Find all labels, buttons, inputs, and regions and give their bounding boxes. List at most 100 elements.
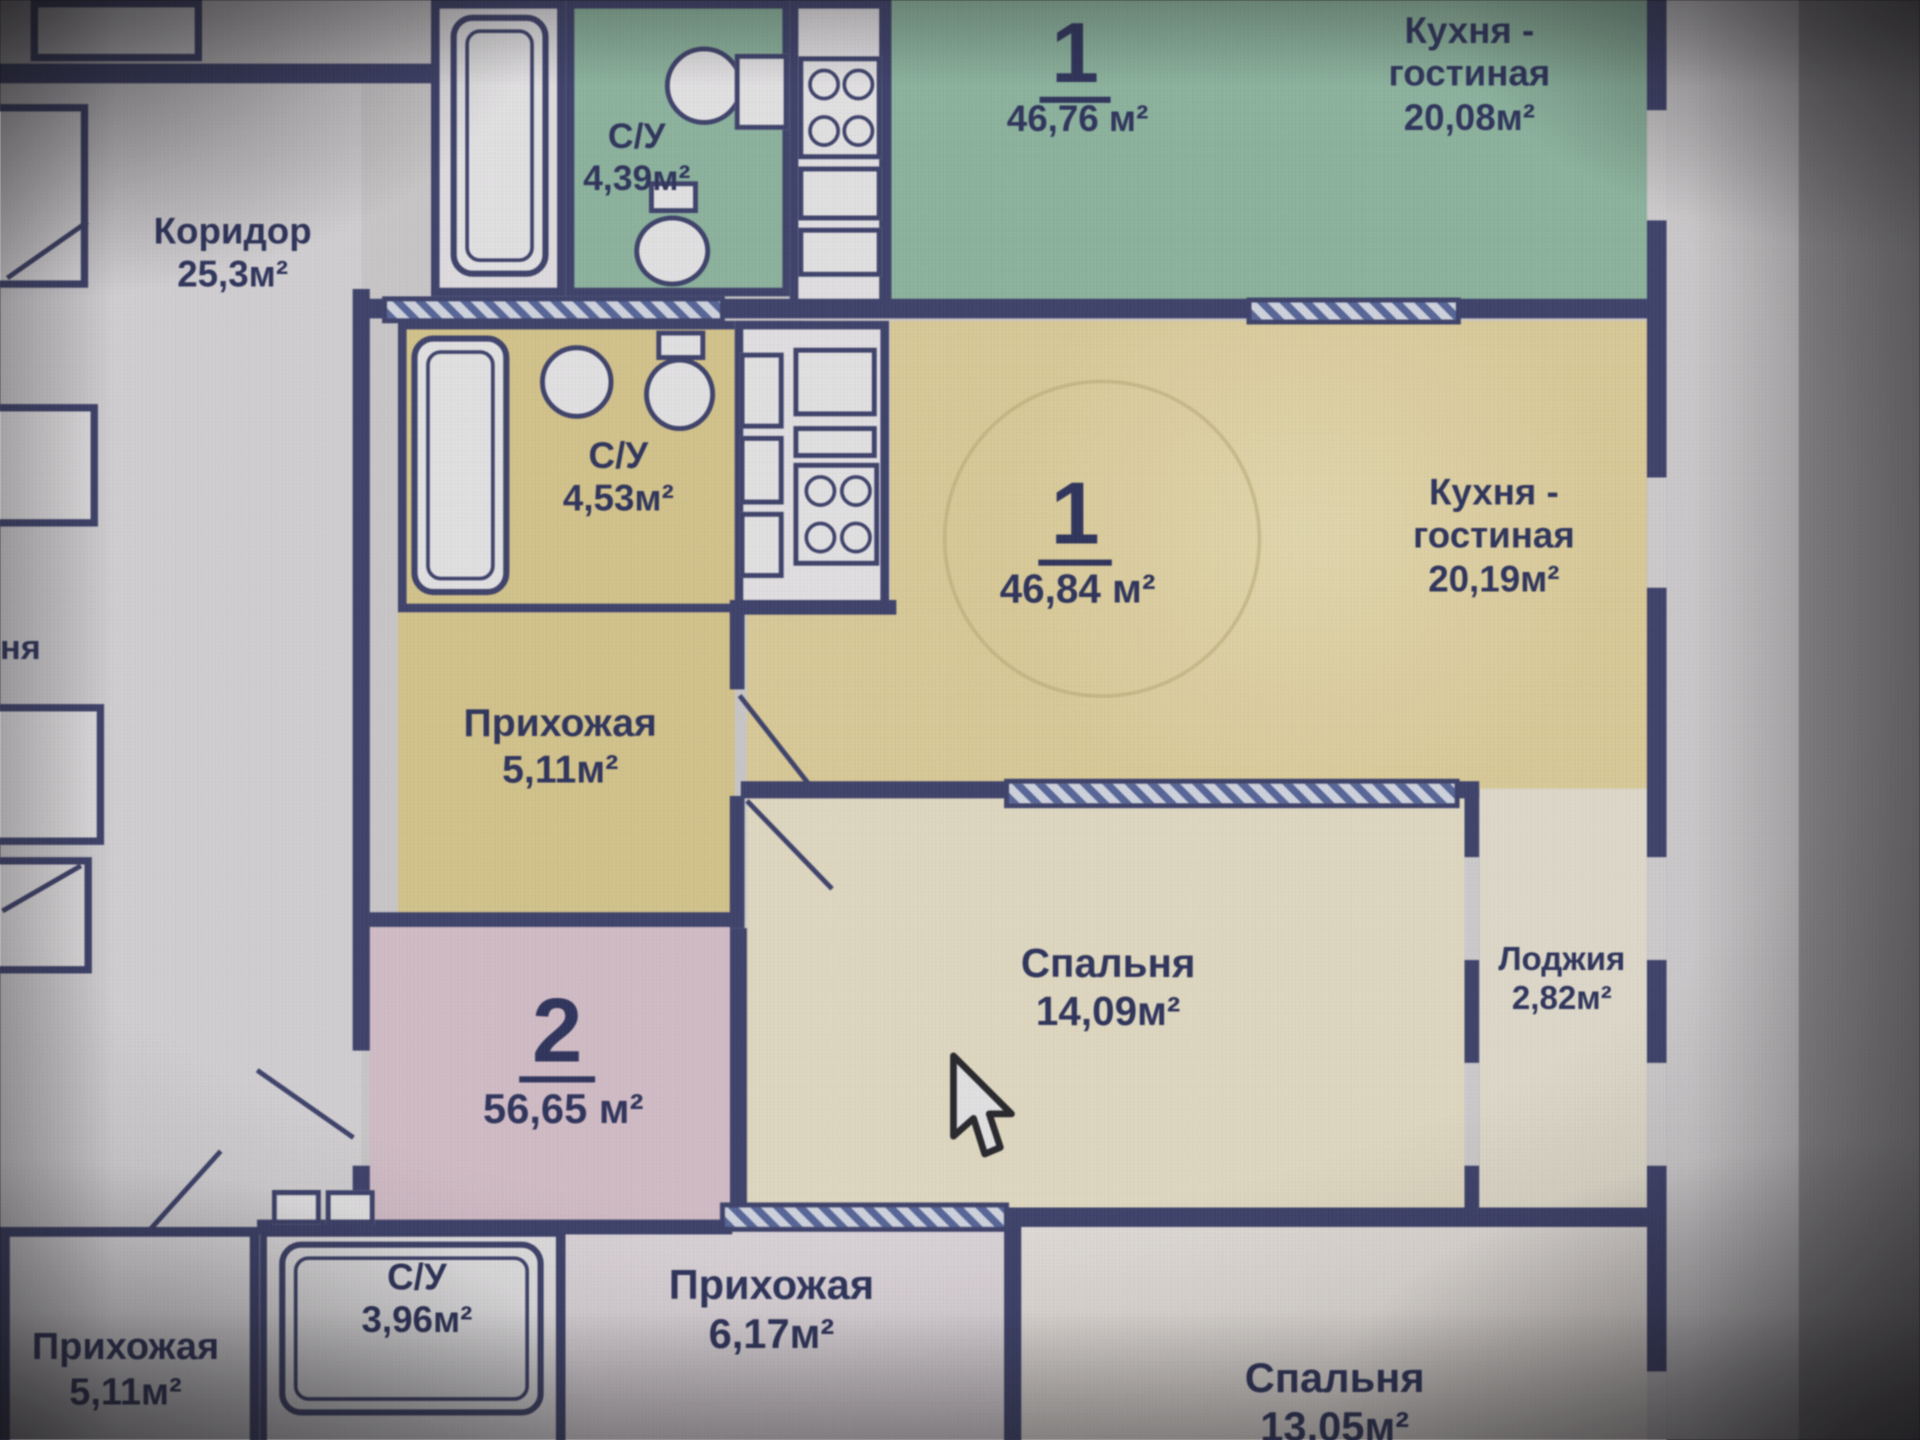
- label-apt2-number: 2: [496, 977, 618, 1084]
- wall: [361, 912, 741, 927]
- hallway-apt2-name: Прихожая: [668, 1262, 875, 1309]
- cabinet-icon: [739, 352, 784, 429]
- stove-icon: [793, 462, 880, 566]
- label-apt2-area: 56,65 м²: [453, 1085, 673, 1134]
- bathtub-icon: [411, 335, 510, 596]
- label-apt-top-area: 46,76 м²: [967, 98, 1187, 141]
- kitchen-mid-line2: гостиная: [1412, 515, 1575, 557]
- paper-right-strip: [1664, 0, 1799, 1440]
- window-opening: [1464, 857, 1480, 961]
- room-left-small: [0, 857, 92, 974]
- room-living-mid-ext: [746, 609, 894, 789]
- burner-icon: [804, 521, 837, 554]
- hallway-apt2-area: 6,17м²: [708, 1311, 835, 1359]
- label-apt-mid-number: 1: [1014, 463, 1136, 567]
- label-bedroom-apt2: Спальня 13,05м²: [1206, 1354, 1463, 1440]
- wall: [1004, 1222, 1022, 1440]
- bedroom-apt2-name: Спальня: [1244, 1355, 1425, 1403]
- window-opening: [1646, 857, 1667, 961]
- burner-icon: [842, 115, 875, 147]
- toilet-icon: [644, 357, 716, 432]
- label-apt-top-number: 1: [1014, 2, 1136, 104]
- label-kitchen-top: Кухня - гостиная 20,08м²: [1329, 10, 1611, 140]
- apt2-number: 2: [519, 984, 595, 1084]
- corridor-area: 25,3м²: [177, 255, 289, 296]
- su-top-name: С/У: [607, 117, 666, 157]
- burner-icon: [842, 68, 875, 101]
- washer-icon: [325, 1190, 375, 1225]
- kitchen-top-area: 20,08м²: [1403, 97, 1536, 139]
- washer-icon: [271, 1190, 321, 1225]
- window-opening: [1646, 477, 1667, 588]
- label-bedroom-mid: Спальня 14,09м²: [973, 940, 1242, 1035]
- hatch-wall-balcony: [1004, 778, 1460, 809]
- apt2-area: 56,65 м²: [483, 1086, 644, 1133]
- counter-icon: [793, 426, 877, 458]
- wall: [740, 781, 1011, 799]
- apt-mid-area: 46,84 м²: [999, 565, 1156, 612]
- room-left-small: [0, 104, 89, 288]
- wall: [729, 928, 747, 1225]
- room-top-left: [30, 0, 203, 62]
- window-opening: [1646, 110, 1667, 221]
- label-loggia: Лоджия 2,82м²: [1479, 940, 1644, 1018]
- stove-icon: [798, 56, 882, 160]
- bedroom-mid-area: 14,09м²: [1035, 988, 1181, 1034]
- sink-icon: [664, 46, 744, 125]
- counter-icon: [798, 166, 882, 221]
- hallway-mid-name: Прихожая: [463, 700, 657, 745]
- loggia-area: 2,82м²: [1511, 979, 1612, 1017]
- loggia-name: Лоджия: [1498, 940, 1626, 978]
- kitchen-top-line2: гостиная: [1388, 54, 1551, 95]
- desk-background: [1798, 0, 1920, 1440]
- bathtub-icon: [450, 14, 549, 277]
- label-kitchen-mid: Кухня - гостиная 20,19м²: [1353, 471, 1635, 601]
- bedroom-apt2-area: 13,05м²: [1260, 1404, 1410, 1440]
- bedroom-mid-name: Спальня: [1020, 940, 1196, 986]
- window-opening: [1646, 1062, 1667, 1166]
- hatch-wall: [382, 296, 725, 324]
- window-opening: [1646, 1371, 1667, 1440]
- hallway-left-area: 5,11м²: [69, 1369, 182, 1413]
- burner-icon: [840, 475, 872, 507]
- wall-left-vertical: [352, 288, 370, 1051]
- wall: [729, 795, 745, 929]
- label-hallway-mid: Прихожая 5,11м²: [429, 700, 692, 792]
- label-left-fragment: ня: [0, 627, 54, 667]
- hatch-wall: [720, 1202, 1009, 1232]
- burner-icon: [808, 115, 841, 147]
- counter-icon: [798, 227, 882, 277]
- su-apt2-area: 3,96м²: [361, 1300, 473, 1342]
- label-hallway-apt2: Прихожая 6,17м²: [637, 1261, 906, 1359]
- room-left-small: [0, 704, 105, 845]
- kitchen-mid-area: 20,19м²: [1428, 559, 1560, 600]
- wall: [729, 608, 745, 690]
- cabinet-icon: [739, 435, 784, 505]
- label-su-top: С/У 4,39м²: [557, 116, 716, 200]
- hallway-mid-area: 5,11м²: [502, 746, 619, 791]
- burner-icon: [804, 475, 837, 507]
- mouse-cursor: [950, 1052, 1015, 1158]
- corridor-name: Коридор: [153, 211, 312, 253]
- label-su-apt2: С/У 3,96м²: [328, 1256, 506, 1343]
- su-apt2-name: С/У: [387, 1257, 447, 1298]
- toilet-icon: [634, 215, 711, 287]
- label-apt-mid-area: 46,84 м²: [961, 566, 1194, 614]
- su-mid-area: 4,53м²: [562, 479, 674, 520]
- su-mid-name: С/У: [588, 435, 649, 477]
- wall: [729, 600, 897, 615]
- window-opening: [1464, 1062, 1480, 1166]
- label-su-mid: С/У 4,53м²: [533, 435, 704, 522]
- apt-top-area: 46,76 м²: [1006, 99, 1149, 140]
- kitchen-mid-line1: Кухня -: [1428, 472, 1559, 514]
- su-top-area: 4,39м²: [583, 159, 691, 199]
- label-hallway-left: Прихожая 5,11м²: [12, 1325, 239, 1415]
- hallway-left-name: Прихожая: [31, 1324, 220, 1368]
- apt-mid-number: 1: [1038, 469, 1112, 567]
- sink-icon: [540, 345, 614, 419]
- fridge-icon: [793, 347, 877, 417]
- wall: [0, 63, 439, 84]
- burner-icon: [840, 521, 872, 554]
- label-corridor: Коридор 25,3м²: [122, 211, 342, 298]
